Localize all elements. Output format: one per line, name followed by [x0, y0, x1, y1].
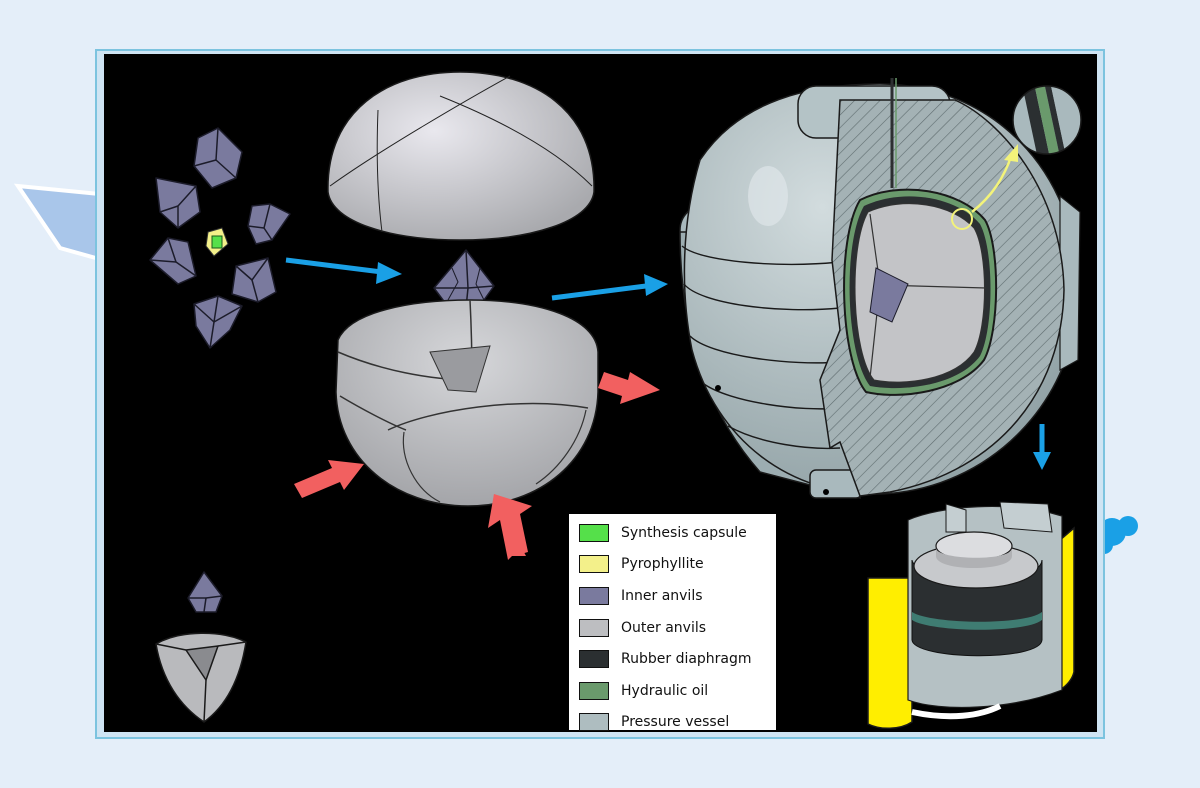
legend-swatch	[579, 523, 609, 542]
pressure-vessel	[679, 78, 1081, 499]
single-outer-anvil	[155, 632, 247, 723]
legend: Synthesis capsule Pyrophyllite Inner anv…	[569, 514, 776, 732]
legend-swatch	[579, 555, 609, 574]
legend-item-rubber-diaphragm: Rubber diaphragm	[579, 643, 776, 675]
legend-label: Hydraulic oil	[621, 682, 709, 699]
flow-arrow-3	[1033, 424, 1051, 470]
legend-item-pyrophyllite: Pyrophyllite	[579, 549, 776, 581]
legend-item-hydraulic-oil: Hydraulic oil	[579, 675, 776, 707]
callout-circle	[951, 208, 973, 230]
layer-detail-magnifier	[1012, 85, 1082, 155]
single-inner-anvil	[187, 571, 223, 613]
outer-anvil-bowl	[335, 299, 599, 507]
force-arrow-right	[598, 372, 660, 404]
flow-arrow-1	[285, 257, 402, 284]
flow-arrow-2	[551, 274, 668, 301]
legend-item-outer-anvils: Outer anvils	[579, 612, 776, 644]
legend-swatch	[579, 618, 609, 637]
legend-item-synthesis-capsule: Synthesis capsule	[579, 517, 776, 549]
force-arrow-bottom	[488, 494, 532, 560]
outer-anvil-dome	[327, 71, 595, 241]
force-arrow-left	[294, 460, 364, 498]
legend-label: Rubber diaphragm	[621, 651, 752, 668]
legend-label: Outer anvils	[621, 619, 707, 636]
legend-swatch	[579, 713, 609, 732]
legend-label: Inner anvils	[621, 587, 703, 604]
legend-swatch	[579, 586, 609, 605]
legend-swatch	[579, 650, 609, 669]
exploded-inner-anvils	[149, 127, 291, 349]
legend-label: Synthesis capsule	[621, 524, 747, 541]
legend-label: Pyrophyllite	[621, 556, 704, 573]
legend-item-pressure-vessel: Pressure vessel	[579, 707, 776, 739]
legend-item-inner-anvils: Inner anvils	[579, 580, 776, 612]
legend-label: Pressure vessel	[621, 714, 730, 731]
cylinder-housing	[867, 501, 1075, 729]
legend-swatch	[579, 681, 609, 700]
capsule-icon	[205, 227, 229, 257]
